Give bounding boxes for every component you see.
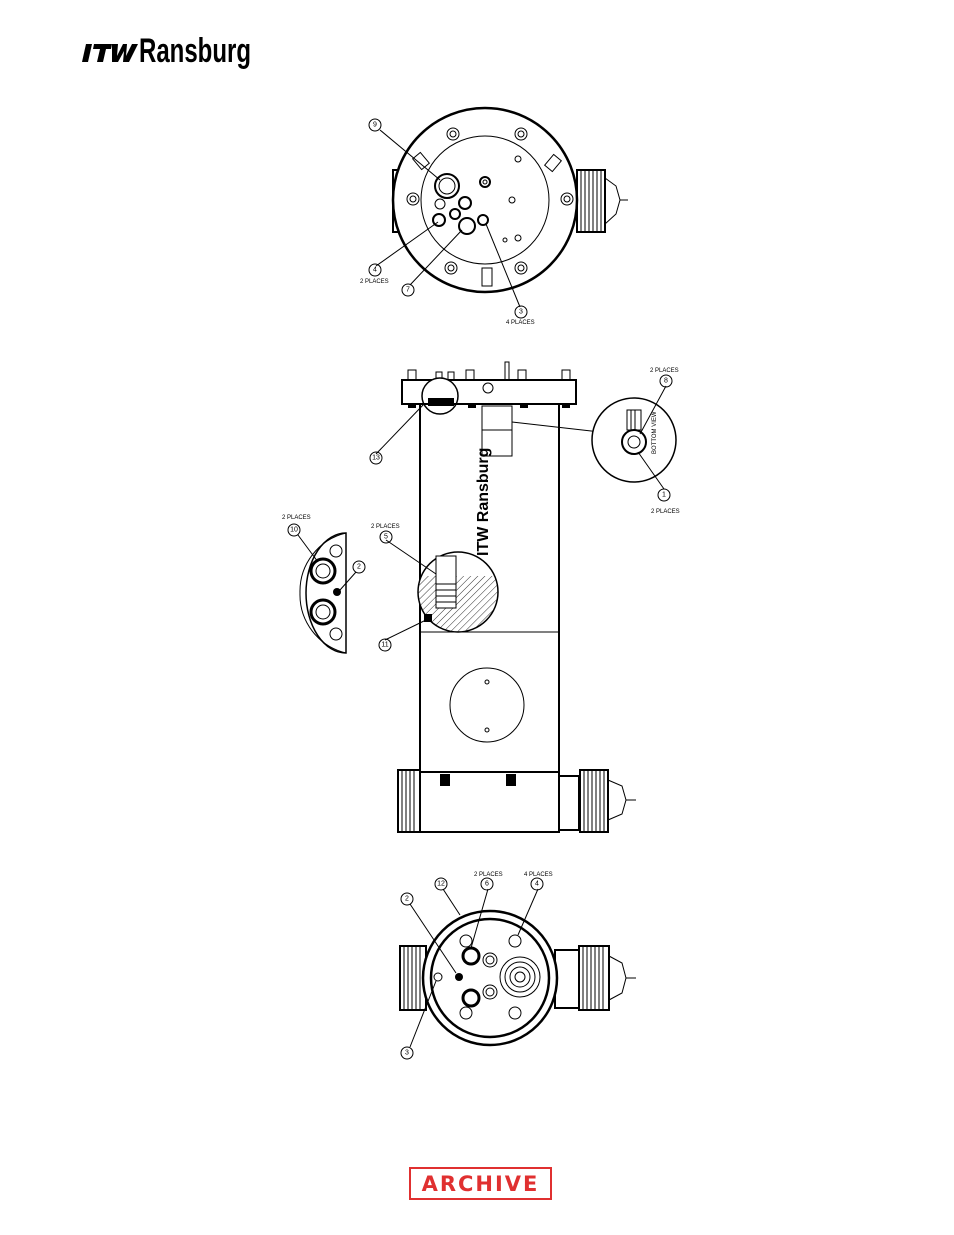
- body-logo-text: ITW Ransburg: [475, 448, 492, 556]
- callout-3: 3 4 PLACES: [506, 306, 535, 326]
- top-view: [376, 108, 628, 307]
- callout-7: 7: [402, 284, 414, 296]
- callout-10: 2 PLACES 10: [282, 515, 311, 536]
- callout-3-bottom: 3: [401, 1047, 413, 1059]
- callout-4-bottom: 4 PLACES 4: [524, 872, 553, 890]
- callout-note: 2 PLACES: [650, 368, 679, 374]
- svg-text:5: 5: [384, 534, 388, 541]
- svg-text:6: 6: [485, 881, 489, 888]
- archive-stamp-text: ARCHIVE: [422, 1172, 540, 1196]
- svg-text:13: 13: [372, 455, 380, 462]
- callout-2-side: 2: [353, 561, 365, 573]
- callout-11: 11: [379, 639, 391, 651]
- svg-text:9: 9: [373, 122, 377, 129]
- callout-5: 2 PLACES 5: [371, 524, 400, 543]
- svg-text:4: 4: [373, 267, 377, 274]
- callout-note: 4 PLACES: [524, 872, 553, 878]
- port-section-detail: [298, 533, 356, 653]
- callout-8: 2 PLACES 8: [650, 368, 679, 387]
- bottom-view-detail: BOTTOM VIEW: [592, 386, 676, 489]
- callout-6: 2 PLACES 6: [474, 872, 503, 890]
- svg-text:3: 3: [405, 1050, 409, 1057]
- svg-text:12: 12: [437, 881, 445, 888]
- archive-stamp: ARCHIVE: [409, 1167, 552, 1200]
- svg-text:10: 10: [290, 527, 298, 534]
- callout-9: 9: [369, 119, 381, 131]
- callout-note: 2 PLACES: [371, 524, 400, 530]
- svg-text:7: 7: [406, 287, 410, 294]
- callout-13: 13: [370, 452, 382, 464]
- svg-text:1: 1: [662, 492, 666, 499]
- callout-4: 4 2 PLACES: [360, 264, 389, 285]
- svg-text:8: 8: [664, 378, 668, 385]
- callout-note: 2 PLACES: [282, 515, 311, 521]
- svg-text:2: 2: [357, 564, 361, 571]
- callout-note: 4 PLACES: [506, 320, 535, 326]
- bottom-view-label: BOTTOM VIEW: [652, 411, 658, 454]
- callout-1: 1 2 PLACES: [651, 489, 680, 515]
- callout-note: 2 PLACES: [651, 509, 680, 515]
- svg-text:3: 3: [519, 309, 523, 316]
- svg-text:2: 2: [405, 896, 409, 903]
- callout-2-bottom: 2: [401, 893, 413, 905]
- svg-text:4: 4: [535, 881, 539, 888]
- bottom-view: [400, 889, 636, 1047]
- callout-note: 2 PLACES: [360, 279, 389, 285]
- callout-12: 12: [435, 878, 447, 890]
- svg-text:11: 11: [381, 642, 388, 649]
- callout-note: 2 PLACES: [474, 872, 503, 878]
